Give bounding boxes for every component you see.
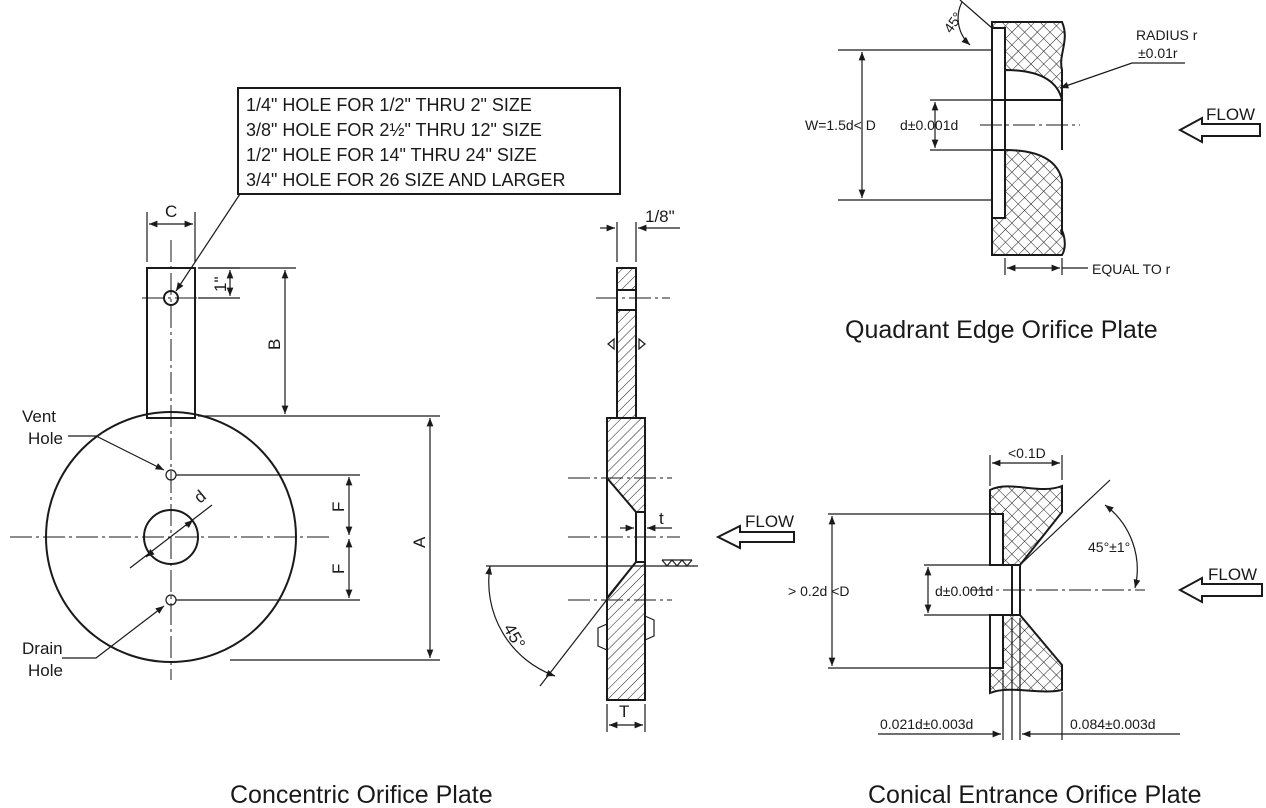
finish-mark	[661, 559, 693, 567]
vent-label-1: Vent	[22, 407, 56, 426]
quadrant-flow-label: FLOW	[1206, 105, 1255, 124]
conical-angle-label: 45°±1°	[1088, 539, 1130, 555]
note-line: 3/8" HOLE FOR 2½" THRU 12" SIZE	[246, 120, 542, 140]
f-lower-label: F	[329, 564, 348, 574]
drain-label-2: Hole	[28, 661, 63, 680]
quadrant-caption: Quadrant Edge Orifice Plate	[845, 316, 1158, 344]
conical-bottom-right-label: 0.084±0.003d	[1070, 716, 1156, 732]
vent-leader	[68, 435, 165, 471]
drain-label-1: Drain	[22, 639, 63, 658]
eighth-label: 1/8"	[645, 207, 675, 226]
plate-lower-section	[606, 561, 646, 701]
section-view: 1/8" t T 45° FLOW	[485, 207, 795, 732]
conical-top-label: <0.1D	[1008, 445, 1046, 461]
note-leader	[175, 193, 241, 292]
d-dimension-line	[129, 504, 213, 569]
note-line: 3/4" HOLE FOR 26 SIZE AND LARGER	[246, 170, 566, 190]
t-big-label: T	[619, 702, 629, 721]
note-line: 1/2" HOLE FOR 14" THRU 24" SIZE	[246, 145, 537, 165]
angle-arc	[485, 565, 556, 677]
conical-flow-label: FLOW	[1208, 565, 1257, 584]
vent-label-2: Hole	[28, 429, 63, 448]
drain-leader	[62, 605, 165, 659]
radius-leader	[1059, 62, 1185, 89]
one-inch-label: 1"	[211, 277, 230, 293]
conical-caption: Conical Entrance Orifice Plate	[868, 781, 1201, 808]
t-small-label: t	[659, 509, 664, 528]
quadrant-d-label: d±0.001d	[900, 117, 958, 133]
a-label: A	[410, 536, 429, 548]
quadrant-flow-arrow	[1177, 116, 1261, 144]
concentric-caption: Concentric Orifice Plate	[230, 781, 493, 808]
quadrant-plate-view: 45° RADIUS r ±0.01r W=1.5d< D d±0.001d E…	[805, 0, 1261, 344]
f-upper-label: F	[329, 502, 348, 512]
w-label: W=1.5d< D	[805, 117, 876, 133]
conical-flow-arrow	[1177, 576, 1263, 604]
conical-plate-view: <0.1D 45°±1° > 0.2d <D d±0.001d FLOW 0.0…	[788, 445, 1263, 808]
b-label: B	[265, 339, 284, 350]
flow-arrow	[715, 524, 795, 550]
quadrant-angle-label: 45°	[940, 9, 965, 36]
plate-upper-section	[606, 417, 646, 513]
conical-d-label: d±0.001d	[935, 583, 993, 599]
note-box	[237, 87, 621, 195]
c-label: C	[165, 202, 177, 221]
radius-label-2: ±0.01r	[1138, 45, 1178, 61]
equal-label: EQUAL TO r	[1092, 261, 1171, 277]
d-label: d	[190, 486, 209, 507]
section-angle-label: 45°	[500, 621, 529, 653]
conical-lower-section	[989, 614, 1063, 695]
conical-bottom-left-label: 0.021d±0.003d	[880, 716, 973, 732]
hole-size-note: 1/4" HOLE FOR 1/2" THRU 2" SIZE 3/8" HOL…	[175, 87, 621, 292]
note-line: 1/4" HOLE FOR 1/2" THRU 2" SIZE	[246, 95, 532, 115]
section-flow-label: FLOW	[745, 512, 794, 531]
quadrant-lower-section	[991, 148, 1066, 256]
conical-range-label: > 0.2d <D	[788, 583, 850, 599]
radius-label-1: RADIUS r	[1136, 27, 1198, 43]
concentric-plate-view: d C 1" B A F F Vent Hole Drain Ho	[10, 202, 493, 808]
